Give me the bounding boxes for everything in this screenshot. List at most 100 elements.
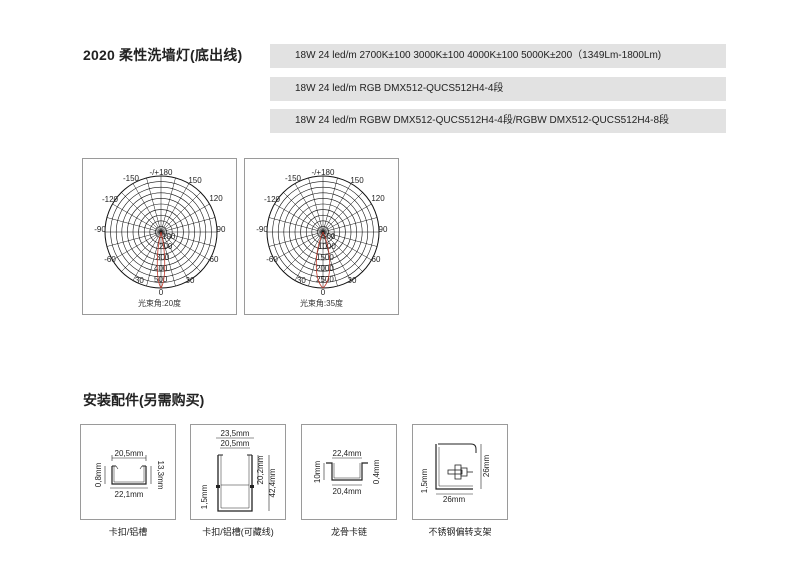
polar-spoke bbox=[268, 217, 324, 233]
angle-label: 60 bbox=[210, 255, 219, 264]
accessory-label: 卡扣/铝槽 bbox=[108, 527, 148, 537]
polar-spoke bbox=[294, 183, 324, 233]
polar-spoke bbox=[112, 231, 162, 261]
dimension-width-top: 20,5mm bbox=[115, 449, 144, 458]
polar-spoke bbox=[322, 217, 378, 233]
angle-label: 30 bbox=[186, 276, 195, 285]
polar-spoke bbox=[112, 203, 162, 233]
angle-label: -/+180 bbox=[150, 168, 173, 177]
polar-spoke bbox=[294, 231, 324, 281]
angle-label: 0 bbox=[321, 288, 326, 297]
accessory-label: 不锈钢偏转支架 bbox=[428, 527, 492, 537]
radial-label: 2000 bbox=[316, 264, 334, 273]
polar-angle-labels: -/+180 -150 150 -120 120 -90 90 -60 60 -… bbox=[94, 168, 226, 297]
accessory-label: 卡扣/铝槽(可藏线) bbox=[202, 527, 274, 537]
angle-label: -60 bbox=[266, 255, 278, 264]
clip-channel-drawing: 20,5mm 22,1mm 0,8mm 13,3mm bbox=[94, 449, 165, 499]
angle-label: -150 bbox=[123, 174, 140, 183]
swivel-bracket-drawing: 26mm 26mm 1,5mm bbox=[420, 443, 491, 504]
accessory-swivel-bracket: 26mm 26mm 1,5mm bbox=[412, 424, 508, 520]
polar-diagram: -/+180 -150 150 -120 120 -90 90 -60 60 -… bbox=[256, 168, 388, 297]
polar-spoke bbox=[283, 231, 324, 272]
polar-spoke bbox=[322, 177, 338, 233]
polar-spoke bbox=[121, 231, 162, 272]
polar-spoke bbox=[160, 231, 210, 261]
angle-label: -150 bbox=[285, 174, 302, 183]
polar-spoke bbox=[160, 183, 190, 233]
dimension-wall: 1,5mm bbox=[200, 484, 209, 509]
polar-spoke bbox=[160, 231, 216, 247]
angle-label: 0 bbox=[159, 288, 164, 297]
dimension-outer-width: 23,5mm bbox=[221, 429, 250, 438]
angle-label: -90 bbox=[256, 225, 268, 234]
dimension-height: 13,3mm bbox=[156, 461, 165, 490]
polar-spoke bbox=[160, 192, 201, 233]
angle-label: -/+180 bbox=[312, 168, 335, 177]
polar-angle-labels: -/+180 -150 150 -120 120 -90 90 -60 60 -… bbox=[256, 168, 388, 297]
dimension-bottom-width: 20,4mm bbox=[333, 487, 362, 496]
dimension-inner-width: 20,5mm bbox=[221, 439, 250, 448]
spec-row-rgbw: 18W 24 led/m RGBW DMX512-QUCS512H4-4段/RG… bbox=[270, 109, 726, 133]
polar-spoke bbox=[132, 183, 162, 233]
polar-spoke bbox=[274, 231, 324, 261]
dimension-height: 10mm bbox=[313, 461, 322, 484]
polar-spoke bbox=[160, 231, 176, 287]
angle-label: 150 bbox=[188, 176, 202, 185]
polar-spoke bbox=[322, 231, 338, 287]
angle-label: 90 bbox=[379, 225, 388, 234]
polar-spoke bbox=[268, 231, 324, 247]
polar-spoke bbox=[132, 231, 162, 281]
polar-spoke bbox=[322, 192, 363, 233]
polar-spoke bbox=[146, 231, 162, 287]
polar-spoke bbox=[274, 203, 324, 233]
polar-spoke bbox=[121, 192, 162, 233]
angle-label: 60 bbox=[372, 255, 381, 264]
polar-spoke bbox=[322, 231, 378, 247]
dimension-total-height: 42,4mm bbox=[268, 468, 277, 497]
polar-spoke bbox=[322, 231, 372, 261]
angle-label: 90 bbox=[217, 225, 226, 234]
dimension-height: 26mm bbox=[482, 455, 491, 478]
polar-spoke bbox=[106, 231, 162, 247]
spec-row-white: 18W 24 led/m 2700K±100 3000K±100 4000K±1… bbox=[270, 44, 726, 68]
beam-curve bbox=[315, 231, 331, 289]
hidden-wire-channel-drawing: 23,5mm 20,5mm 20,2mm 42,4mm 1,5mm bbox=[200, 429, 277, 512]
accessory-clip-channel: 20,5mm 22,1mm 0,8mm 13,3mm bbox=[80, 424, 176, 520]
polar-spoke bbox=[322, 203, 372, 233]
beam-angle-caption: 光束角:20度 bbox=[137, 299, 182, 308]
polar-spoke bbox=[283, 192, 324, 233]
polar-spoke bbox=[160, 177, 176, 233]
radial-label: 1500 bbox=[316, 253, 334, 262]
keel-clip-drawing: 22,4mm 20,4mm 10mm 0,4mm bbox=[313, 449, 381, 496]
product-title: 2020 柔性洗墙灯(底出线) bbox=[83, 47, 243, 63]
angle-label: -120 bbox=[102, 195, 119, 204]
polar-spoke bbox=[308, 177, 324, 233]
angle-label: -30 bbox=[294, 276, 306, 285]
beam-curve bbox=[156, 231, 166, 289]
dimension-width-bottom: 22,1mm bbox=[115, 490, 144, 499]
radial-label: 300 bbox=[156, 253, 170, 262]
polar-spoke bbox=[160, 231, 201, 272]
polar-grid bbox=[266, 175, 380, 289]
angle-label: -30 bbox=[132, 276, 144, 285]
radial-label: 1000 bbox=[318, 242, 336, 251]
polar-chart-35deg: -/+180 -150 150 -120 120 -90 90 -60 60 -… bbox=[244, 158, 399, 315]
dimension-thickness: 1,5mm bbox=[420, 468, 429, 493]
polar-spoke bbox=[160, 203, 210, 233]
radial-label: 500 bbox=[322, 232, 336, 241]
polar-grid bbox=[104, 175, 218, 289]
radial-label: 200 bbox=[159, 242, 173, 251]
angle-label: -90 bbox=[94, 225, 106, 234]
polar-spoke bbox=[106, 217, 162, 233]
polar-spoke bbox=[160, 217, 216, 233]
polar-spoke bbox=[160, 231, 190, 281]
angle-label: 120 bbox=[209, 194, 223, 203]
polar-spoke bbox=[322, 231, 352, 281]
dimension-width: 26mm bbox=[443, 495, 466, 504]
angle-label: -120 bbox=[264, 195, 281, 204]
dimension-thickness: 0,4mm bbox=[372, 459, 381, 484]
beam-angle-caption: 光束角:35度 bbox=[299, 299, 344, 308]
polar-spoke bbox=[322, 231, 363, 272]
accessory-keel-clip: 22,4mm 20,4mm 10mm 0,4mm bbox=[301, 424, 397, 520]
radial-label: 500 bbox=[154, 275, 168, 284]
